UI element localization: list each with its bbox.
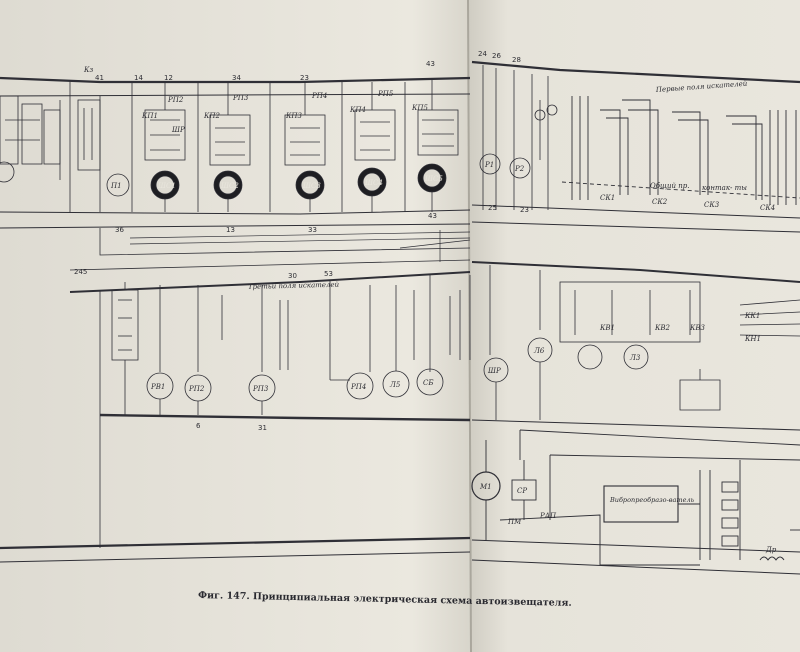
label-l6: Л6 <box>533 347 545 355</box>
label-sr: СР <box>517 487 527 495</box>
label-sk3: СК3 <box>704 201 720 209</box>
label-kp4: КП4 <box>349 106 366 114</box>
label-rp2-coil: РП2 <box>188 385 205 393</box>
term-13: 13 <box>226 226 235 234</box>
term-245: 245 <box>74 268 87 276</box>
term-23b: 23 <box>520 206 529 214</box>
label-shs2: ШС2 <box>220 182 239 190</box>
label-kp1: КП1 <box>141 112 158 120</box>
middle-component-labels: РВ1 РП2 РП3 РП4 Л5 СБ ШР Л6 Л3 <box>150 347 641 393</box>
term-43: 43 <box>426 60 435 68</box>
term-28: 28 <box>512 56 521 64</box>
label-sk4: СК4 <box>760 204 775 212</box>
label-rp5: РП5 <box>377 90 394 98</box>
label-third-fields: Третьи поля искателей <box>248 281 340 291</box>
middle-relay-coils <box>146 275 471 415</box>
label-kv2: КВ2 <box>654 324 671 332</box>
terminal-numbers: 41 14 12 34 23 43 24 26 28 36 13 33 43 2… <box>74 50 529 432</box>
term-36: 36 <box>115 226 124 234</box>
label-shr-coil: ШР <box>487 367 501 375</box>
label-sk1: СК1 <box>600 194 615 202</box>
label-rp3: РП3 <box>232 94 249 102</box>
term-43b: 43 <box>428 212 437 220</box>
label-vibro-converter: Вибропреобразо-ватель <box>609 496 695 504</box>
bottom-section <box>471 429 800 566</box>
label-kn1: КН1 <box>744 335 761 343</box>
label-dr: Др <box>765 546 777 554</box>
bus-bars <box>0 60 800 575</box>
term-12: 12 <box>164 74 173 82</box>
label-r1: Р1 <box>484 161 494 169</box>
label-kv3: КВ3 <box>689 324 706 332</box>
term-31: 31 <box>258 424 267 432</box>
label-kk1: КК1 <box>744 312 760 320</box>
finder-group-3 <box>269 82 326 212</box>
term-41: 41 <box>95 74 104 82</box>
term-6: 6 <box>196 422 201 430</box>
label-shs5: ШС5 <box>424 175 443 183</box>
label-rap: РАП <box>539 512 557 520</box>
label-kp3: КП3 <box>285 112 303 120</box>
label-rp2: РП2 <box>167 96 184 104</box>
cross-wires <box>129 230 471 262</box>
top-component-labels: П1 ШС1 ШС2 ШС3 ШС4 ШС5 Р1 Р2 Кз КП1 КП2 … <box>83 66 525 190</box>
page-right <box>468 0 800 652</box>
label-r2: Р2 <box>514 165 525 173</box>
left-edge-cluster <box>0 95 61 183</box>
label-rp4: РП4 <box>311 92 327 100</box>
label-shs4: ШС4 <box>364 179 383 187</box>
term-30: 30 <box>288 272 297 280</box>
label-common-wire: Общий пр. <box>650 182 689 190</box>
coil-p1-icon <box>106 173 130 197</box>
label-kv1: КВ1 <box>599 324 615 332</box>
term-23: 23 <box>300 74 309 82</box>
top-terminal-block <box>69 80 130 212</box>
label-rv1: РВ1 <box>150 383 165 391</box>
finder-group-4 <box>341 82 396 212</box>
finder-group-1 <box>131 82 186 212</box>
term-14: 14 <box>134 74 143 82</box>
right-middle <box>483 265 800 420</box>
term-25: 25 <box>488 204 497 212</box>
label-k3: Кз <box>83 66 93 74</box>
finder-group-2 <box>197 82 251 212</box>
label-l3: Л3 <box>629 354 641 362</box>
middle-left-contacts <box>111 282 139 415</box>
term-53: 53 <box>324 270 333 278</box>
label-rp3-coil: РП3 <box>252 385 269 393</box>
label-m1: М1 <box>479 483 492 491</box>
page-fold <box>467 0 472 652</box>
label-kp5: КП5 <box>411 104 429 112</box>
label-shs1: ШС1 <box>157 182 176 190</box>
label-rp4-coil: РП4 <box>350 383 366 391</box>
label-shr: ШР <box>171 126 185 134</box>
label-kp2: КП2 <box>203 112 221 120</box>
label-l5: Л5 <box>389 381 401 389</box>
bottom-labels: М1 СР РАП ПМ Др <box>479 483 777 554</box>
first-fields-contacts <box>561 96 800 205</box>
term-26: 26 <box>492 52 501 60</box>
right-top-relays <box>479 65 558 210</box>
finder-group-5 <box>404 78 459 212</box>
term-34: 34 <box>232 74 241 82</box>
right-component-labels: СК1 СК2 СК3 СК4 КВ1 КВ2 КВ3 КН1 КК1 <box>599 194 775 343</box>
label-shs3: ШС3 <box>302 182 321 190</box>
term-33: 33 <box>308 226 317 234</box>
label-contacts: контак- ты <box>702 184 747 192</box>
label-pm: ПМ <box>507 518 522 526</box>
label-sb: СБ <box>423 379 434 387</box>
term-24: 24 <box>478 50 487 58</box>
label-p1: П1 <box>110 182 122 190</box>
label-sk2: СК2 <box>652 198 668 206</box>
